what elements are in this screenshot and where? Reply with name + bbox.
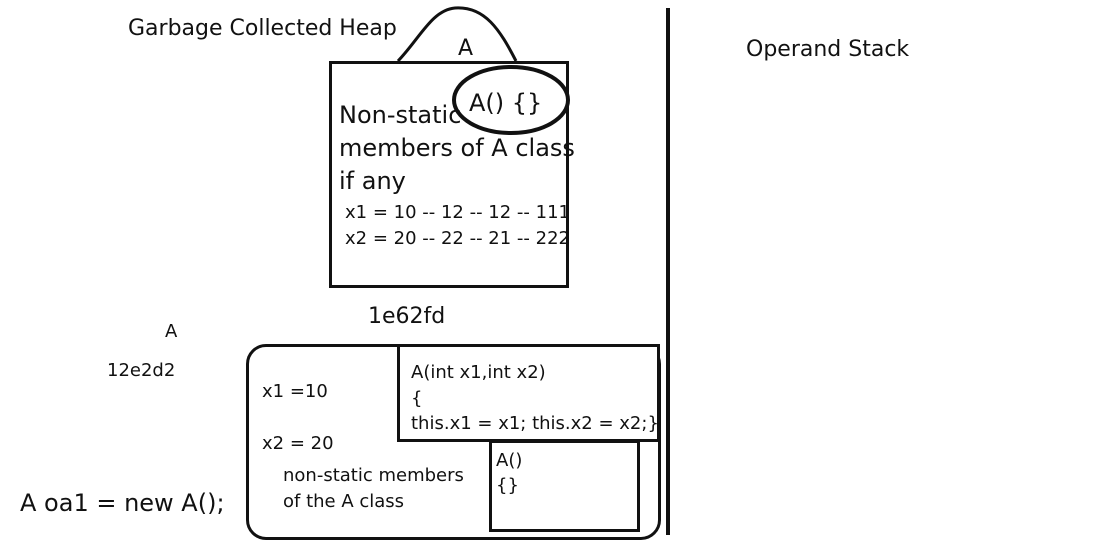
- object-creation-statement: A oa1 = new A();: [20, 489, 225, 517]
- constructor-label: A() {}: [469, 89, 543, 117]
- heap-object-a: [329, 61, 569, 288]
- members-title-line-1: Non-static: [339, 101, 462, 129]
- heap-title: Garbage Collected Heap: [128, 16, 397, 41]
- param-constructor-body: this.x1 = x1; this.x2 = x2;}: [411, 413, 659, 434]
- class-tag-label: A: [458, 36, 474, 61]
- members-note-line-2: of the A class: [283, 491, 405, 512]
- default-constructor-signature: A(): [496, 450, 523, 471]
- object-address: 1e62fd: [368, 304, 446, 329]
- operand-stack-title: Operand Stack: [746, 37, 910, 62]
- param-constructor-signature: A(int x1,int x2): [411, 362, 546, 383]
- members-title-line-3: if any: [339, 167, 406, 195]
- default-constructor-box: [489, 440, 640, 532]
- x1-value-history: x1 = 10 -- 12 -- 12 -- 111: [345, 202, 570, 223]
- x2-value-history: x2 = 20 -- 22 -- 21 -- 222: [345, 228, 570, 249]
- reference-class-name: A: [165, 321, 178, 342]
- members-note-line-1: non-static members: [283, 465, 464, 486]
- class-tag-arc: [396, 6, 518, 63]
- field-x1: x1 =10: [262, 381, 328, 402]
- field-x2: x2 = 20: [262, 433, 334, 454]
- param-constructor-open-brace: {: [411, 388, 423, 409]
- members-title-line-2: members of A class: [339, 134, 575, 162]
- reference-address: 12e2d2: [107, 360, 176, 381]
- default-constructor-body: {}: [496, 475, 519, 496]
